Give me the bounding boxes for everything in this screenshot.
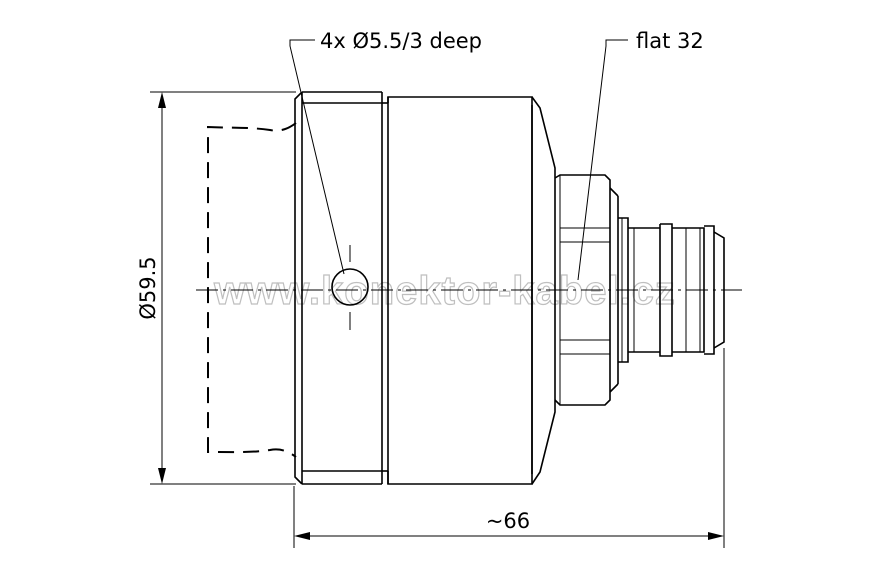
mounting-hole <box>331 245 369 330</box>
diameter-dimension <box>150 91 296 485</box>
flat-label: flat 32 <box>636 29 704 53</box>
flange-body <box>294 91 383 485</box>
length-dimension <box>293 348 725 548</box>
holes-leader <box>289 39 345 275</box>
flat-leader <box>577 39 628 281</box>
diameter-label: Ø59.5 <box>136 256 160 319</box>
groove <box>382 102 388 472</box>
holes-label: 4x Ø5.5/3 deep <box>320 29 482 53</box>
length-label: ~66 <box>486 509 530 533</box>
watermark-text: www.konektor-kabel.cz <box>213 269 676 313</box>
